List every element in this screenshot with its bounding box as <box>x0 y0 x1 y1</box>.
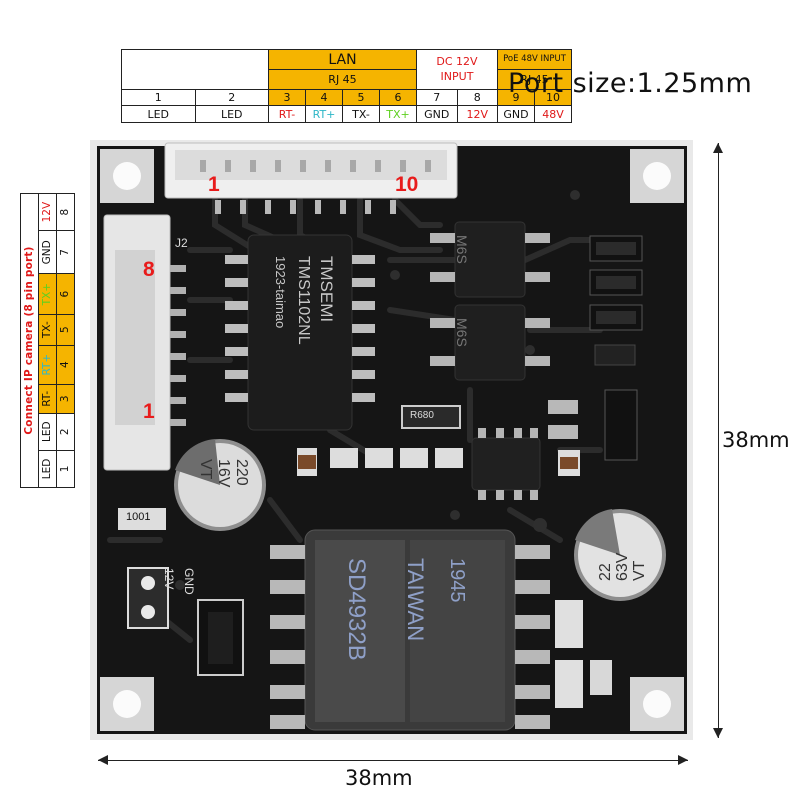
rj45-label-lan: RJ 45 <box>268 69 417 90</box>
height-dimension-label: 38mm <box>722 428 790 452</box>
mounting-hole <box>630 149 684 203</box>
top-connector-pin-1: 1 <box>208 173 220 196</box>
silk-12v: 12V <box>162 568 176 590</box>
width-dimension-line <box>98 760 688 761</box>
top-table-pin-number: 10 <box>534 89 572 106</box>
silk-gnd: GND <box>182 568 196 595</box>
transformer-sd4932b: SD4932B TAIWAN 1945 <box>330 548 480 720</box>
top-table-pin-number: 5 <box>342 89 380 106</box>
top-table-pin-number: 6 <box>379 89 417 106</box>
resistor-r680-label: R680 <box>410 410 434 421</box>
port-size-label: Port size:1.25mm <box>508 68 753 99</box>
mounting-hole <box>630 677 684 731</box>
resistor-1001-label: 1001 <box>126 511 151 523</box>
top-table-pin-function: 48V <box>534 105 572 123</box>
top-table-pin-number: 9 <box>497 89 535 106</box>
transformer2-code: 1945 <box>446 558 468 603</box>
height-dimension-line <box>718 143 719 738</box>
mounting-hole <box>100 149 154 203</box>
cap1-value: 220 <box>233 459 250 486</box>
transformer1-model: TMS1102NL <box>295 256 312 345</box>
top-table-pin-function: GND <box>497 105 535 123</box>
cap2-value: 22 <box>597 563 614 581</box>
cap2-series: VT <box>631 560 648 581</box>
ic-label-2: M6S <box>454 318 510 368</box>
ic-label-1: M6S <box>454 235 510 285</box>
power-label-gnd: GND <box>182 568 216 628</box>
side-connector-pin-8: 8 <box>143 258 155 281</box>
ic-marking-2: M6S <box>454 318 470 347</box>
cap1-voltage: 16V <box>215 459 232 488</box>
cap1-series: VT <box>197 459 214 480</box>
capacitor-220uf: 220 16V VT <box>192 455 252 525</box>
transformer2-origin: TAIWAN <box>403 558 428 642</box>
side-connector-pin-1: 1 <box>143 400 155 423</box>
transformer-tmsemi: TMSEMI TMS1102NL 1923-taimao <box>258 248 338 418</box>
top-table-pin-number: 3 <box>268 89 306 106</box>
transformer1-code: 1923-taimao <box>273 256 288 329</box>
j2-label: J2 <box>175 236 188 250</box>
group-lan: LAN <box>268 49 417 70</box>
width-dimension-label: 38mm <box>345 766 413 790</box>
top-table-pin-function: TX+ <box>379 105 417 123</box>
transformer2-model: SD4932B <box>343 558 370 661</box>
top-connector-pin-10: 10 <box>395 173 419 196</box>
transformer1-brand: TMSEMI <box>317 256 336 323</box>
cap2-voltage: 63V <box>614 552 631 581</box>
rj45-label-poe: RJ 45 <box>497 69 572 90</box>
top-table-pin-function: LED <box>194 105 269 123</box>
top-table-pin-function: GND <box>416 105 458 123</box>
capacitor-22uf: 22 63V VT <box>595 530 650 585</box>
pin-table-top: LAN DC 12V INPUT PoE 48V INPUT RJ 45 RJ … <box>121 49 572 123</box>
ic-marking-1: M6S <box>454 235 470 264</box>
group-poe-input: PoE 48V INPUT <box>497 49 572 70</box>
mounting-hole <box>100 677 154 731</box>
